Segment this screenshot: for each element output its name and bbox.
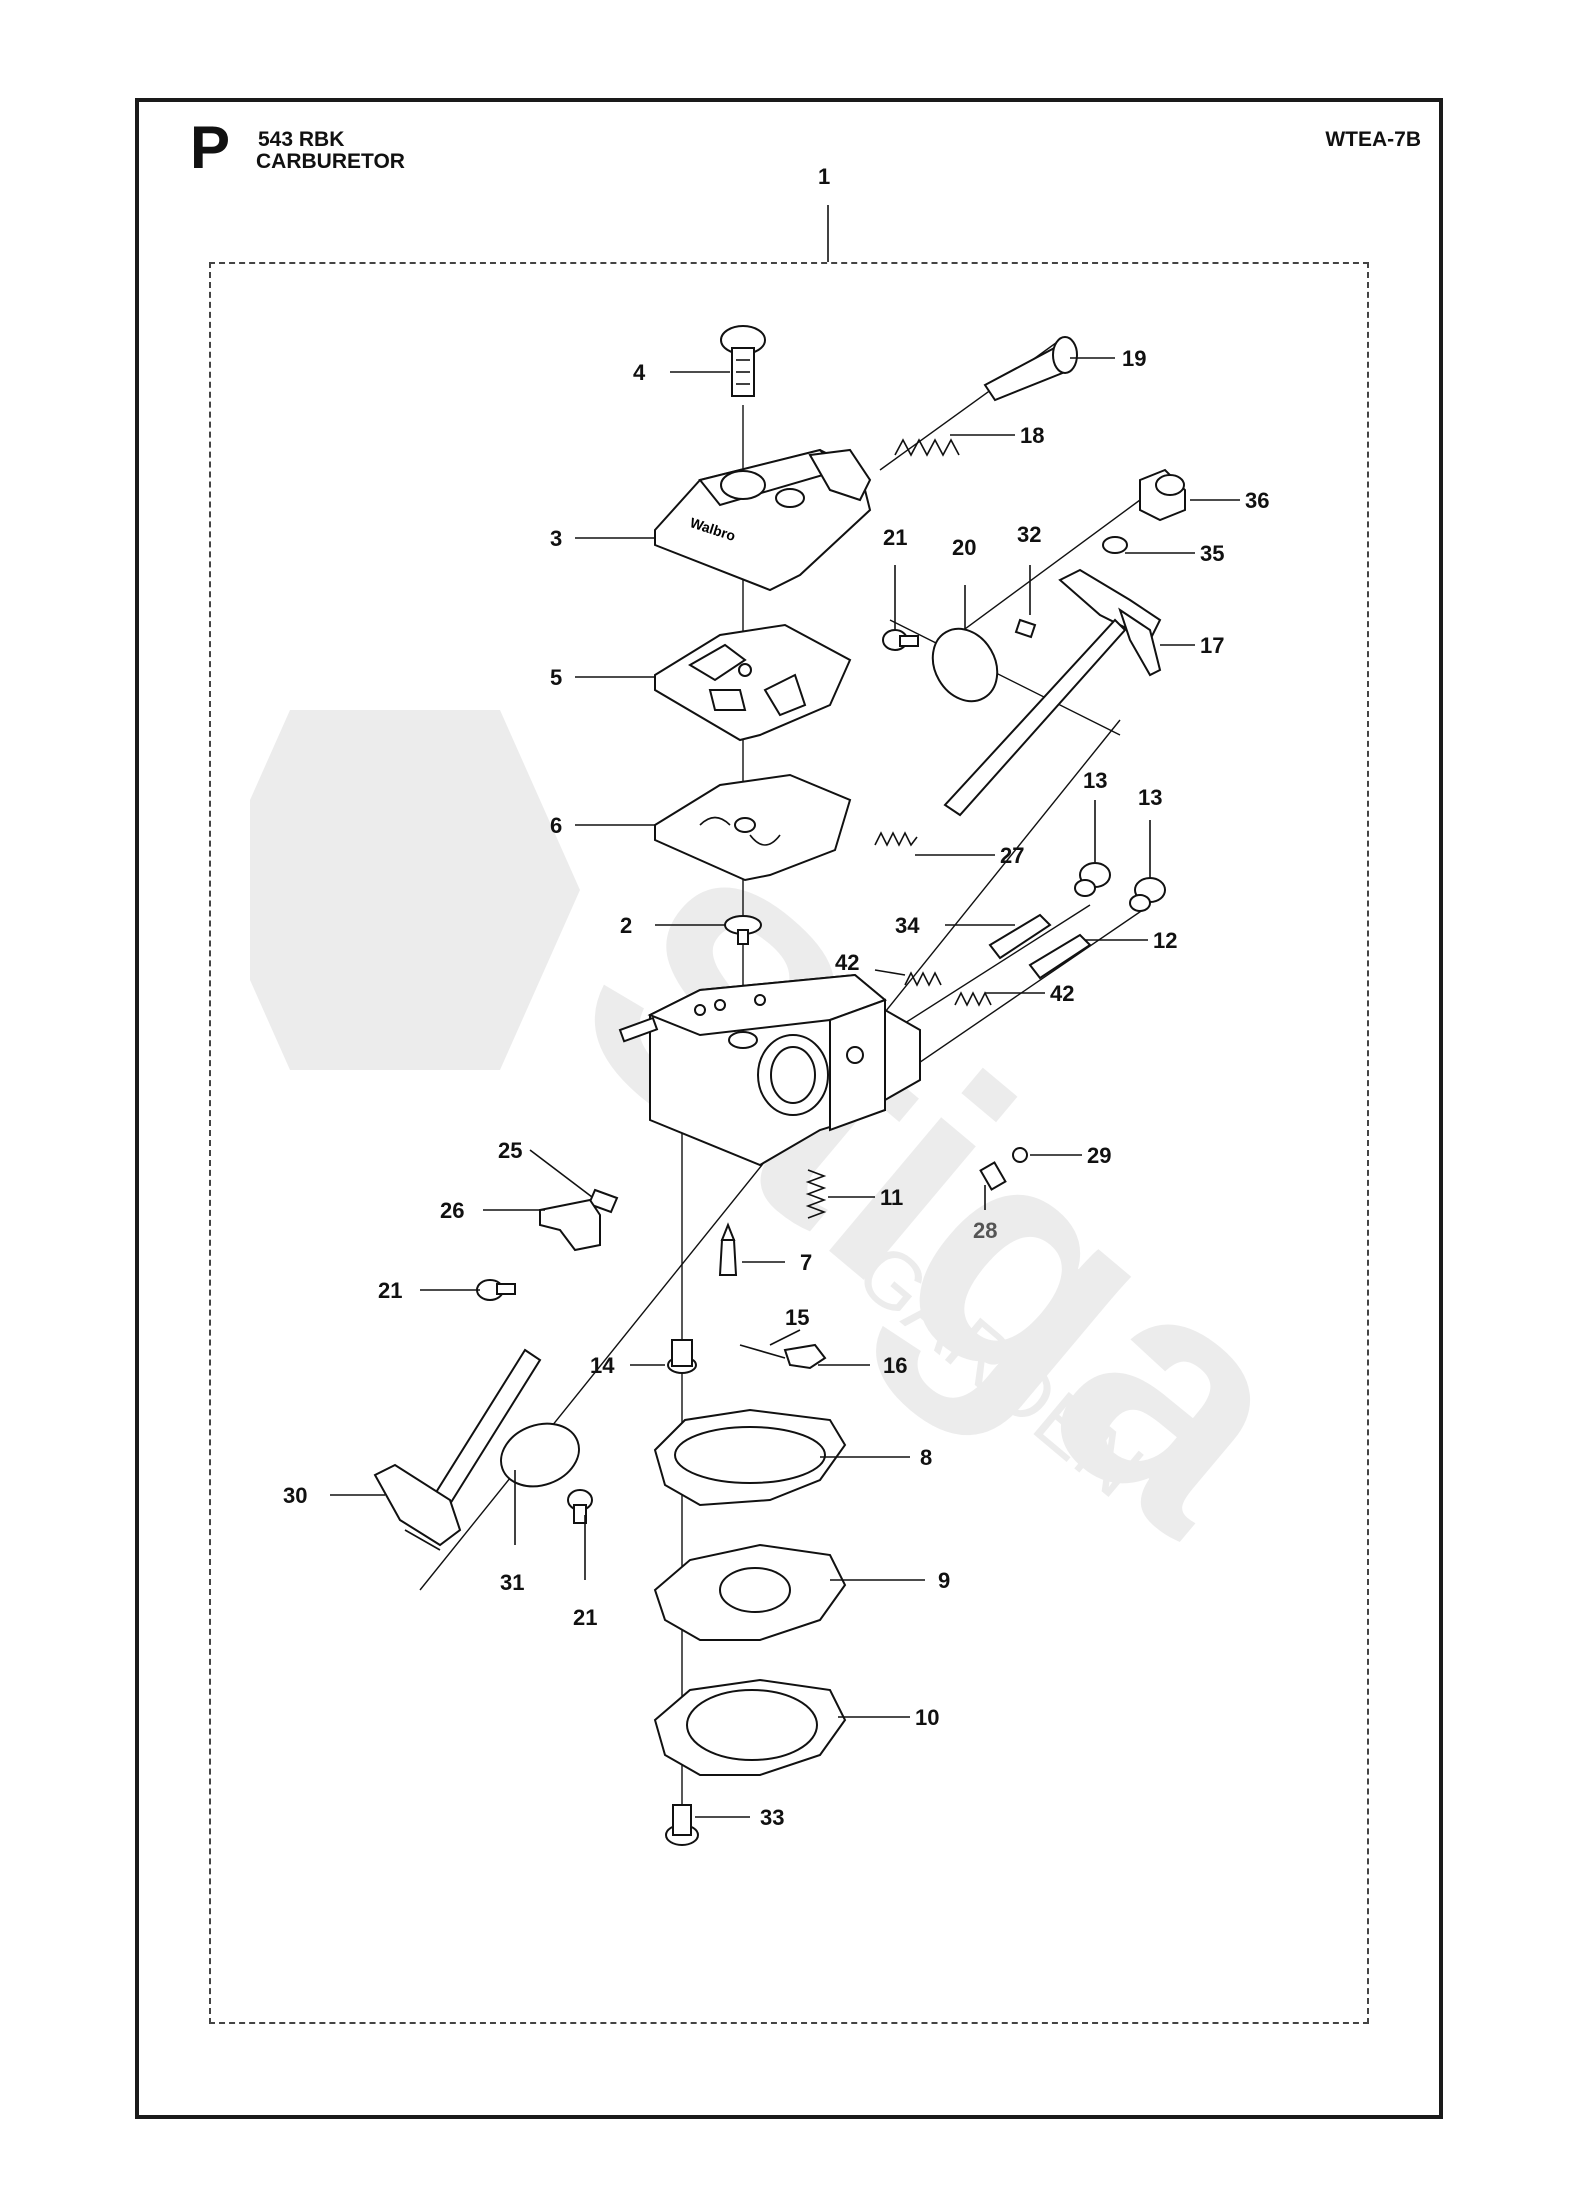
callout-13a: 13 bbox=[1083, 768, 1107, 793]
callout-3: 3 bbox=[550, 526, 562, 551]
callout-10: 10 bbox=[915, 1705, 939, 1730]
section-letter: P bbox=[190, 114, 231, 181]
callout-19: 19 bbox=[1122, 346, 1146, 371]
part-spring-27 bbox=[874, 831, 918, 847]
part-needle-34 bbox=[988, 913, 1052, 960]
watermark-logo: Stiga GARDEN bbox=[250, 710, 1310, 1590]
part-spring-18 bbox=[894, 438, 960, 457]
callout-36: 36 bbox=[1245, 488, 1269, 513]
part-carb-body bbox=[618, 973, 921, 1167]
callout-34: 34 bbox=[895, 913, 920, 938]
part-primer-19 bbox=[983, 336, 1078, 402]
callout-21a: 21 bbox=[883, 525, 907, 550]
part-gasket-8-hole bbox=[674, 1426, 826, 1484]
callout-11: 11 bbox=[880, 1185, 903, 1210]
callout-42a: 42 bbox=[835, 950, 859, 975]
part-washer-35 bbox=[1102, 536, 1128, 554]
callout-14: 14 bbox=[590, 1353, 615, 1378]
callout-6: 6 bbox=[550, 813, 562, 838]
callout-28: 28 bbox=[973, 1218, 997, 1243]
part-gasket-10-hole bbox=[686, 1689, 818, 1761]
part-pin-15 bbox=[739, 1344, 786, 1359]
callout-31: 31 bbox=[500, 1570, 524, 1595]
part-diaphragm-6 bbox=[654, 773, 852, 882]
leader-lines bbox=[330, 357, 1240, 1818]
part-clip-25 bbox=[587, 1188, 619, 1214]
callout-7: 7 bbox=[800, 1250, 812, 1275]
callout-18: 18 bbox=[1020, 423, 1044, 448]
part-lever-26 bbox=[539, 1198, 601, 1252]
callout-30: 30 bbox=[283, 1483, 307, 1508]
part-screw-21b bbox=[476, 1279, 516, 1301]
part-screw-21c bbox=[567, 1489, 593, 1524]
part-ball-29 bbox=[1012, 1147, 1028, 1163]
callout-35: 35 bbox=[1200, 541, 1224, 566]
callout-32: 32 bbox=[1017, 522, 1041, 547]
callout-2: 2 bbox=[620, 913, 632, 938]
callout-27: 27 bbox=[1000, 843, 1024, 868]
model-name: 543 RBK bbox=[258, 128, 345, 151]
part-diaphragm-9-plate bbox=[719, 1567, 791, 1613]
callout-17: 17 bbox=[1200, 633, 1224, 658]
axis-choke-plate bbox=[889, 619, 1121, 736]
part-knob-36 bbox=[1139, 468, 1186, 522]
callout-16: 16 bbox=[883, 1353, 907, 1378]
assembly-boundary bbox=[209, 262, 1369, 2024]
part-screen-28 bbox=[979, 1161, 1007, 1191]
callout-29: 29 bbox=[1087, 1143, 1111, 1168]
callout-13b: 13 bbox=[1138, 785, 1162, 810]
callout-8: 8 bbox=[920, 1445, 932, 1470]
part-choke-17 bbox=[943, 568, 1162, 817]
part-cover-3: Walbro bbox=[654, 448, 872, 592]
callout-5: 5 bbox=[550, 665, 562, 690]
part-spring-42a bbox=[904, 971, 942, 987]
part-throttle-plate-31 bbox=[500, 1422, 580, 1488]
part-lever-16 bbox=[783, 1343, 827, 1370]
part-screw-21a bbox=[882, 629, 919, 651]
part-spring-11 bbox=[805, 1169, 827, 1219]
part-lever-2 bbox=[724, 915, 762, 945]
part-screw-14 bbox=[667, 1339, 697, 1374]
part-cap-13a bbox=[1074, 862, 1111, 897]
part-screw-33 bbox=[665, 1804, 699, 1846]
callout-labels: 4 3 5 6 2 19 18 36 35 17 21 20 32 27 13 … bbox=[283, 346, 1269, 1830]
part-needle-12 bbox=[1028, 933, 1092, 980]
callout-42b: 42 bbox=[1050, 981, 1074, 1006]
callout-21c: 21 bbox=[573, 1605, 597, 1630]
callout-12: 12 bbox=[1153, 928, 1177, 953]
section-title: CARBURETOR bbox=[256, 150, 405, 173]
callout-21b: 21 bbox=[378, 1278, 402, 1303]
part-clip-32 bbox=[1014, 618, 1037, 639]
part-spring-42b bbox=[954, 991, 992, 1007]
axis-choke-top bbox=[949, 499, 1141, 641]
callout-26: 26 bbox=[440, 1198, 464, 1223]
part-cap-13b bbox=[1129, 877, 1166, 912]
part-choke-plate-20 bbox=[931, 627, 999, 703]
callout-15: 15 bbox=[785, 1305, 809, 1330]
part-screw-4 bbox=[720, 325, 766, 397]
page-code: WTEA-7B bbox=[1325, 128, 1421, 151]
callout-1: 1 bbox=[818, 164, 830, 189]
page-frame bbox=[135, 98, 1443, 2119]
callout-4: 4 bbox=[633, 360, 646, 385]
callout-20: 20 bbox=[952, 535, 976, 560]
part-throttle-30 bbox=[373, 1348, 542, 1551]
callout-9: 9 bbox=[938, 1568, 950, 1593]
callout-25: 25 bbox=[498, 1138, 522, 1163]
callout-33: 33 bbox=[760, 1805, 784, 1830]
part-gasket-5 bbox=[654, 623, 852, 742]
part-needle-valve-7 bbox=[718, 1222, 738, 1276]
